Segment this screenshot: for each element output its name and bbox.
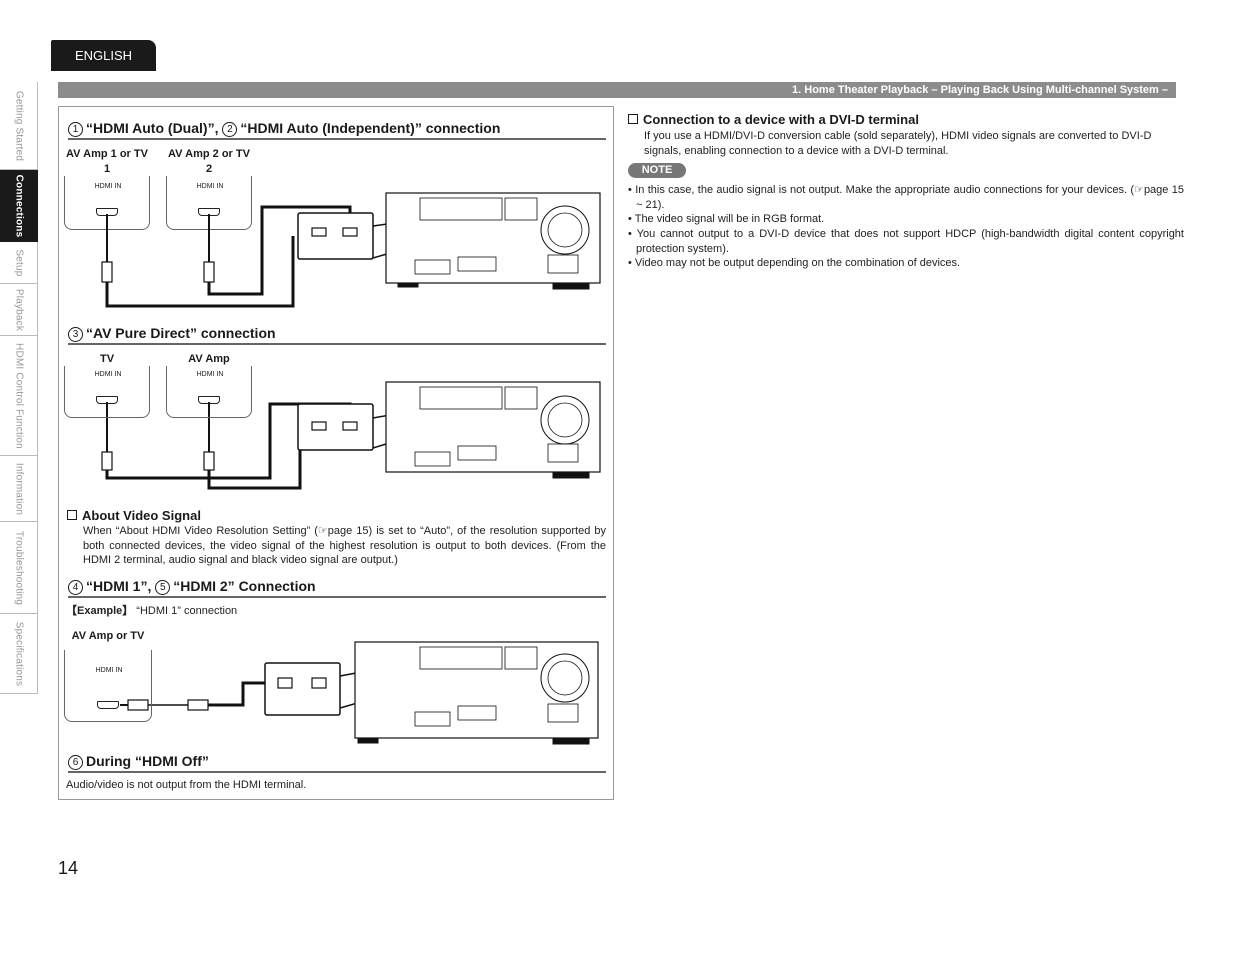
sidebar-item-specifications[interactable]: Specifications: [0, 614, 38, 694]
note-item: • Video may not be output depending on t…: [628, 257, 961, 269]
hdmi-port-icon: [97, 701, 119, 709]
hdmi-in-label: HDMI IN: [95, 667, 123, 674]
device-label: AV Amp: [188, 353, 230, 365]
sidebar-item-getting-started[interactable]: Getting Started: [0, 82, 38, 170]
dvi-text: If you use a HDMI/DVI-D conversion cable…: [644, 130, 1152, 157]
hdmi-in-label: HDMI IN: [94, 183, 122, 190]
dvi-heading: Connection to a device with a DVI-D term…: [628, 112, 919, 127]
sidebar: Getting Started Connections Setup Playba…: [0, 82, 38, 694]
hdmi-port-icon: [96, 396, 118, 404]
checkbox-bullet-icon: [67, 510, 77, 520]
circled-number: 6: [68, 755, 83, 770]
example-caption: 【Example】 “HDMI 1” connection: [66, 605, 238, 617]
hdmi-port-icon: [198, 396, 220, 404]
sidebar-item-troubleshooting[interactable]: Troubleshooting: [0, 522, 38, 614]
device-label: AV Amp 1 or TV 1: [66, 148, 148, 175]
note-item: • The video signal will be in RGB format…: [628, 213, 825, 225]
hdmi-in-label: HDMI IN: [94, 371, 122, 378]
circled-number: 3: [68, 327, 83, 342]
device-label: AV Amp 2 or TV 2: [168, 148, 250, 175]
device-box: HDMI IN: [64, 650, 152, 722]
sidebar-item-setup[interactable]: Setup: [0, 242, 38, 284]
about-video-signal-text: When “About HDMI Video Resolution Settin…: [83, 525, 606, 566]
about-video-signal-heading: About Video Signal: [67, 508, 201, 523]
checkbox-bullet-icon: [628, 114, 638, 124]
sidebar-item-hdmi-control[interactable]: HDMI Control Function: [0, 336, 38, 456]
circled-number: 4: [68, 580, 83, 595]
hdmi-in-label: HDMI IN: [196, 183, 224, 190]
device-box: HDMI IN: [166, 366, 252, 418]
chapter-header-bar: 1. Home Theater Playback – Playing Back …: [58, 82, 1176, 98]
note-item: • In this case, the audio signal is not …: [628, 184, 1184, 211]
section-heading-hdmi-auto: 1“HDMI Auto (Dual)”, 2“HDMI Auto (Indepe…: [68, 120, 606, 140]
device-label: AV Amp or TV: [71, 630, 145, 642]
sidebar-item-information[interactable]: Information: [0, 456, 38, 522]
diagram-hdmi-auto: [101, 192, 601, 308]
circled-number: 5: [155, 580, 171, 595]
section-heading-hdmi1-hdmi2: 4“HDMI 1”, 5“HDMI 2” Connection: [68, 578, 606, 598]
device-box: HDMI IN: [64, 366, 150, 418]
sidebar-item-connections[interactable]: Connections: [0, 170, 38, 242]
device-label: TV: [99, 353, 115, 365]
hdmi-in-label: HDMI IN: [196, 371, 224, 378]
page-number: 14: [58, 858, 79, 878]
language-tab[interactable]: ENGLISH: [51, 40, 156, 71]
note-badge: NOTE: [628, 163, 686, 178]
diagram-hdmi1-hdmi2: [120, 641, 599, 745]
sidebar-item-playback[interactable]: Playback: [0, 284, 38, 336]
note-item: • You cannot output to a DVI-D device th…: [628, 228, 1184, 255]
section-heading-av-pure-direct: 3“AV Pure Direct” connection: [68, 325, 606, 345]
circled-number: 1: [68, 122, 83, 137]
diagram-av-pure-direct: [101, 381, 601, 490]
connection-diagrams-panel: [58, 106, 614, 800]
hdmi-off-text: Audio/video is not output from the HDMI …: [66, 779, 307, 791]
circled-number: 2: [222, 122, 238, 137]
